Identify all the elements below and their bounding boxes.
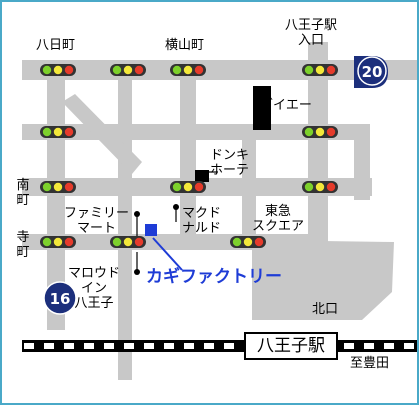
- label-marroad-inn: マロウド イン 八王子: [68, 266, 121, 311]
- label-north-exit: 北口: [312, 302, 339, 317]
- marroad-inn-marker: [134, 269, 140, 275]
- road-diagonal: [62, 94, 142, 174]
- traffic-signal: [170, 181, 206, 193]
- traffic-signals: [40, 64, 338, 248]
- kagi-leader-line: [152, 237, 183, 271]
- roads: [22, 42, 417, 380]
- road-center-vertical: [118, 60, 132, 380]
- label-minamicho: 南町: [16, 178, 30, 208]
- label-kagi-factory[interactable]: カギファクトリー: [146, 267, 282, 287]
- traffic-signal: [170, 64, 206, 76]
- road-far-right-vertical: [354, 124, 370, 200]
- label-familymart: ファミリー マート: [64, 206, 130, 236]
- road-yokoyama-vertical: [180, 60, 196, 250]
- traffic-signal: [40, 126, 76, 138]
- label-teramachi: 寺町: [16, 230, 30, 260]
- svg-text:20: 20: [362, 63, 383, 81]
- svg-text:16: 16: [50, 290, 71, 308]
- road-small-vertical: [242, 140, 256, 250]
- daiei-building: [253, 86, 271, 130]
- label-to-toyoda: 至豊田: [350, 356, 390, 371]
- traffic-signal: [40, 236, 76, 248]
- label-mcdonalds: マクド ナルド: [182, 206, 222, 236]
- traffic-signal: [302, 64, 338, 76]
- traffic-signal: [302, 181, 338, 193]
- label-daiei: ダイエー: [260, 98, 312, 113]
- station-plaza: [252, 240, 394, 320]
- route-20-shield: 20: [354, 56, 388, 88]
- traffic-signal: [110, 64, 146, 76]
- traffic-signal: [110, 236, 146, 248]
- road-right-vertical: [308, 42, 328, 250]
- label-hachioji-station: 八王子駅: [244, 332, 338, 360]
- route-16-shield: 16: [43, 281, 77, 315]
- donki-building: [195, 170, 209, 182]
- label-tokyu-square: 東急 スクエア: [252, 204, 305, 234]
- familymart-marker: [134, 211, 140, 217]
- label-donki-hote: ドンキ ホーテ: [210, 148, 250, 178]
- traffic-signal: [40, 181, 76, 193]
- railway: [22, 340, 417, 352]
- traffic-signal: [302, 126, 338, 138]
- mcdonalds-marker: [173, 204, 179, 210]
- label-hachimachi: 八日町: [36, 38, 76, 53]
- traffic-signal: [230, 236, 266, 248]
- kagi-factory-marker[interactable]: [145, 224, 157, 236]
- traffic-signal: [40, 64, 76, 76]
- label-yokoyamacho: 横山町: [165, 38, 205, 53]
- label-hachioji-station-entrance: 八王子駅 入口: [285, 18, 338, 48]
